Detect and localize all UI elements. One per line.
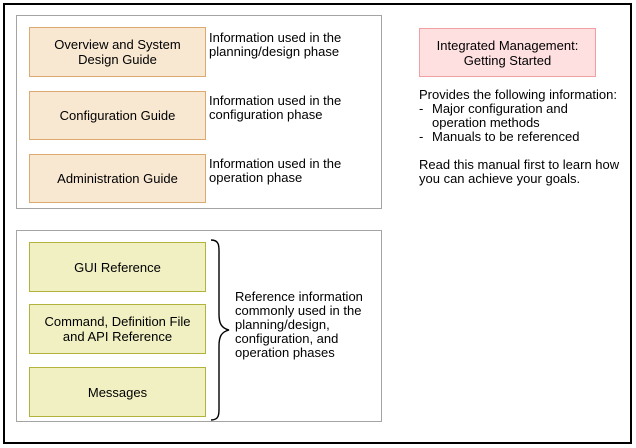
phase-description-operation: Information used in the operation phase	[209, 156, 342, 185]
getting-started-description: Provides the following information: - Ma…	[419, 88, 621, 186]
manual-box-configuration-guide: Configuration Guide	[29, 91, 206, 140]
curly-brace-icon	[210, 239, 230, 421]
manual-box-label: GUI Reference	[74, 259, 161, 275]
manual-box-label: Messages	[87, 384, 148, 400]
diagram-outer-frame	[3, 3, 632, 444]
reference-group-note: Reference information commonly used in t…	[235, 289, 363, 360]
manual-box-label: Configuration Guide	[59, 108, 176, 123]
bullet-dash: -	[419, 129, 424, 144]
phase-description-planning: Information used in the planning/design …	[209, 30, 342, 59]
bullet-dash: -	[419, 101, 424, 116]
manual-box-command-definition-api-reference: Command, Definition File and API Referen…	[29, 304, 206, 354]
bullet-text: Manuals to be referenced	[432, 129, 580, 144]
bullet-item: - Major configuration and operation meth…	[419, 102, 621, 130]
manual-box-label: Administration Guide	[57, 171, 178, 186]
manual-box-overview-design-guide: Overview and System Design Guide	[29, 27, 206, 77]
manual-box-label: Command, Definition File and API Referen…	[44, 314, 191, 344]
manual-box-label: Overview and System Design Guide	[54, 37, 181, 67]
phase-description-configuration: Information used in the configuration ph…	[209, 93, 342, 122]
getting-started-outro: Read this manual first to learn how you …	[419, 157, 620, 186]
manual-box-label: Integrated Management: Getting Started	[436, 37, 579, 68]
manual-box-gui-reference: GUI Reference	[29, 242, 206, 292]
manual-box-messages: Messages	[29, 367, 206, 417]
manual-box-administration-guide: Administration Guide	[29, 154, 206, 203]
bullet-item: - Manuals to be referenced	[419, 130, 621, 144]
manual-box-getting-started: Integrated Management: Getting Started	[419, 28, 596, 77]
bullet-text: Major configuration and operation method…	[432, 101, 568, 130]
getting-started-intro: Provides the following information:	[419, 87, 617, 102]
